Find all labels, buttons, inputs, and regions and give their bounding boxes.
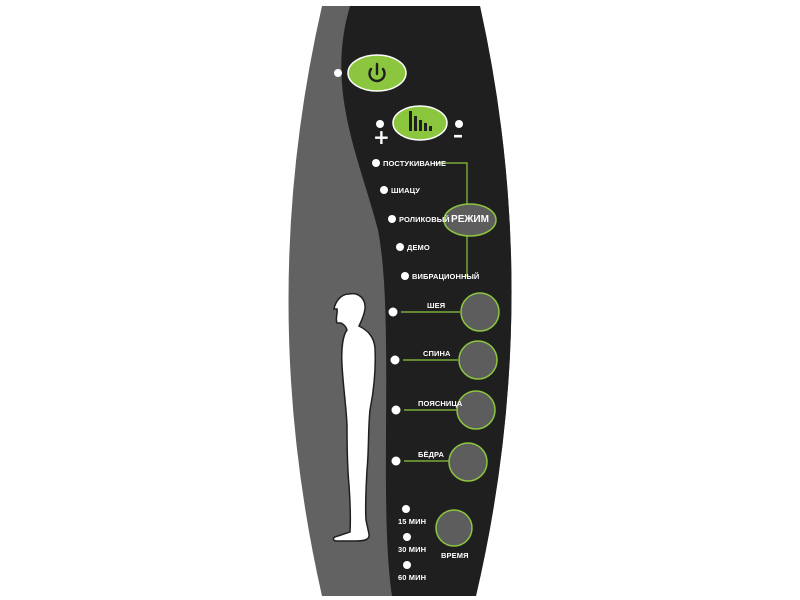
mode-label-vibration: ВИБРАЦИОННЫЙ (412, 272, 480, 281)
power-indicator-led (334, 69, 342, 77)
intensity-minus-sign: – (453, 123, 463, 147)
zone-indicator-led (391, 456, 401, 466)
human-silhouette-icon (332, 292, 376, 542)
mode-bracket (434, 162, 468, 277)
back-zone-button[interactable] (458, 340, 498, 380)
timer-label-30: 30 МИН (398, 545, 427, 554)
timer-indicator-led (402, 505, 410, 513)
mode-button-label: РЕЖИМ (451, 214, 489, 225)
mode-label-roller: РОЛИКОВЫЙ (399, 215, 450, 224)
mode-label-tapping: ПОСТУКИВАНИЕ (383, 159, 447, 168)
mode-indicator-led (401, 272, 409, 280)
zone-label-lower-back: ПОЯСНИЦА (418, 399, 463, 408)
intensity-minus-led (455, 120, 463, 128)
zone-label-hips: БЁДРА (418, 450, 445, 459)
timer-label-60: 60 МИН (398, 573, 427, 582)
zone-lines (401, 311, 460, 462)
timer-button[interactable] (435, 509, 473, 547)
intensity-plus-sign: + (373, 125, 390, 149)
mode-indicator-led (388, 215, 396, 223)
hips-zone-button[interactable] (448, 442, 488, 482)
power-button[interactable] (347, 54, 407, 92)
neck-zone-button[interactable] (460, 292, 500, 332)
timer-indicator-led (403, 533, 411, 541)
intensity-button[interactable] (392, 105, 448, 141)
mode-indicator-led (396, 243, 404, 251)
mode-label-shiatsu: ШИАЦУ (391, 186, 420, 195)
intensity-plus-led (376, 120, 384, 128)
intensity-bars-icon (409, 111, 432, 131)
mode-label-demo: ДЕМО (407, 243, 430, 252)
zone-indicator-led (390, 355, 400, 365)
zone-indicator-led (391, 405, 401, 415)
zone-label-neck: ШЕЯ (427, 301, 446, 310)
mode-indicator-led (372, 159, 380, 167)
timer-button-label: ВРЕМЯ (441, 551, 469, 560)
zone-indicator-led (388, 307, 398, 317)
mode-button[interactable] (443, 203, 497, 237)
timer-indicator-led (403, 561, 411, 569)
mode-indicator-led (380, 186, 388, 194)
timer-label-15: 15 МИН (398, 517, 427, 526)
power-icon (368, 62, 386, 83)
lower-back-zone-button[interactable] (456, 390, 496, 430)
zone-label-back: СПИНА (423, 349, 451, 358)
